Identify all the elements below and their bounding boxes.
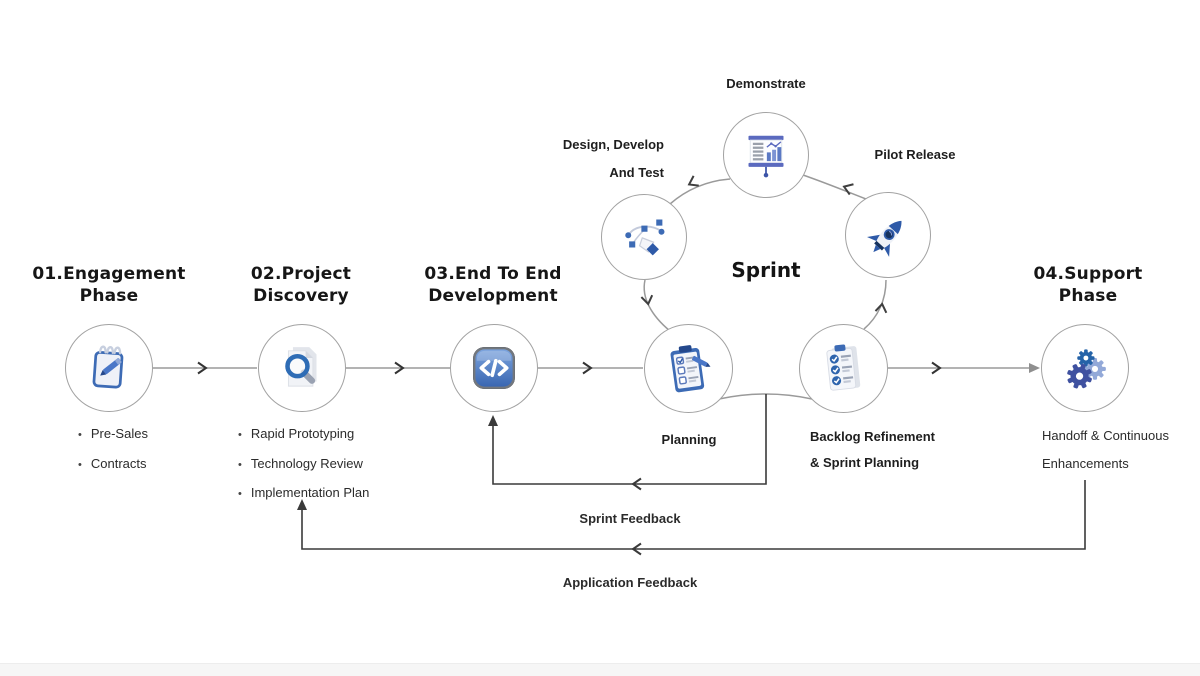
- bottom-strip: [0, 663, 1200, 676]
- presentation-chart-icon: [748, 135, 784, 178]
- sprint-planning-node: [644, 324, 733, 413]
- phase-1-title-line1: 01.Engagement: [32, 264, 186, 284]
- bullet-text: Technology Review: [250, 455, 363, 471]
- bullet-dot: •: [238, 429, 242, 441]
- bullet-text: Contracts: [90, 455, 147, 471]
- demonstrate-label: Demonstrate: [726, 76, 806, 91]
- phase-2-title-line2: Discovery: [253, 286, 349, 306]
- sprint-feedback-arrowhead: [488, 415, 498, 426]
- list-item: • Pre-Sales: [78, 420, 148, 450]
- arrowhead-into-support: [1029, 363, 1040, 373]
- list-item: • Contracts: [78, 450, 148, 480]
- phase-1-title-line2: Phase: [79, 286, 139, 306]
- phase-4-title-line2: Phase: [1058, 286, 1118, 306]
- design-develop-test-node: [601, 194, 687, 280]
- pilot-release-node: [845, 192, 931, 278]
- phase-3-title-line2: Development: [428, 286, 558, 306]
- planning-label: Planning: [661, 432, 717, 447]
- backlog-refinement-label-line2: & Sprint Planning: [810, 455, 920, 470]
- sprint-feedback-label: Sprint Feedback: [579, 511, 681, 526]
- backlog-refinement-node: [799, 324, 888, 413]
- bullet-dot: •: [238, 458, 242, 471]
- design-develop-test-label-line1: Design, Develop: [562, 137, 664, 152]
- sprint-center-label: Sprint: [731, 258, 801, 282]
- code-icon: [473, 347, 515, 389]
- bullet-dot: •: [238, 488, 242, 500]
- gears-icon: [1067, 349, 1106, 389]
- bullet-dot: •: [78, 429, 82, 441]
- list-item: • Implementation Plan: [238, 479, 369, 509]
- rocket-icon: [866, 220, 902, 257]
- pilot-release-label: Pilot Release: [874, 147, 956, 162]
- end-to-end-development-node: [450, 324, 538, 412]
- application-feedback-label: Application Feedback: [562, 575, 698, 590]
- application-feedback-line: [301, 480, 1086, 550]
- bullet-text: Pre-Sales: [90, 426, 148, 441]
- backlog-refinement-label-line1: Backlog Refinement: [810, 429, 935, 444]
- phase-4-title-line1: 04.Support: [1033, 264, 1143, 284]
- discovery-bullet-list: • Rapid Prototyping • Technology Review • I…: [238, 420, 369, 509]
- engagement-bullet-list: • Pre-Sales • Contracts: [78, 420, 148, 479]
- phase-3-title: 03.End To End Development: [383, 263, 603, 307]
- design-develop-test-label-line2: And Test: [609, 164, 664, 180]
- bullet-text: Rapid Prototyping: [250, 426, 355, 441]
- support-note-line1: Handoff & Continuous: [1042, 428, 1169, 443]
- notepad-pencil-icon: [92, 345, 124, 389]
- bullet-text: Implementation Plan: [250, 485, 370, 500]
- phase-4-title: 04.Support Phase: [978, 263, 1198, 307]
- document-magnifier-icon: [285, 347, 317, 387]
- support-note-list: Handoff & Continuous Enhancements: [1042, 422, 1169, 478]
- pen-tool-icon: [625, 219, 665, 256]
- phase-1-title: 01.Engagement Phase: [0, 263, 219, 307]
- sprint-feedback-line: [492, 394, 767, 485]
- bullet-dot: •: [78, 458, 82, 471]
- list-item: • Technology Review: [238, 450, 369, 480]
- project-discovery-node: [258, 324, 346, 412]
- checklist-icon: [825, 343, 860, 391]
- backlog-refinement-label: Backlog Refinement & Sprint Planning: [810, 424, 935, 476]
- phase-2-title: 02.Project Discovery: [191, 263, 411, 307]
- demonstrate-node: [723, 112, 809, 198]
- list-item: • Rapid Prototyping: [238, 420, 369, 450]
- phase-2-title-line1: 02.Project: [250, 264, 352, 284]
- clipboard-checklist-icon: [670, 344, 710, 392]
- support-phase-node: [1041, 324, 1129, 412]
- phase-3-title-line1: 03.End To End: [424, 264, 562, 284]
- design-develop-test-label: Design, Develop And Test: [524, 131, 664, 186]
- engagement-phase-node: [65, 324, 153, 412]
- support-note-line2: Enhancements: [1042, 456, 1129, 471]
